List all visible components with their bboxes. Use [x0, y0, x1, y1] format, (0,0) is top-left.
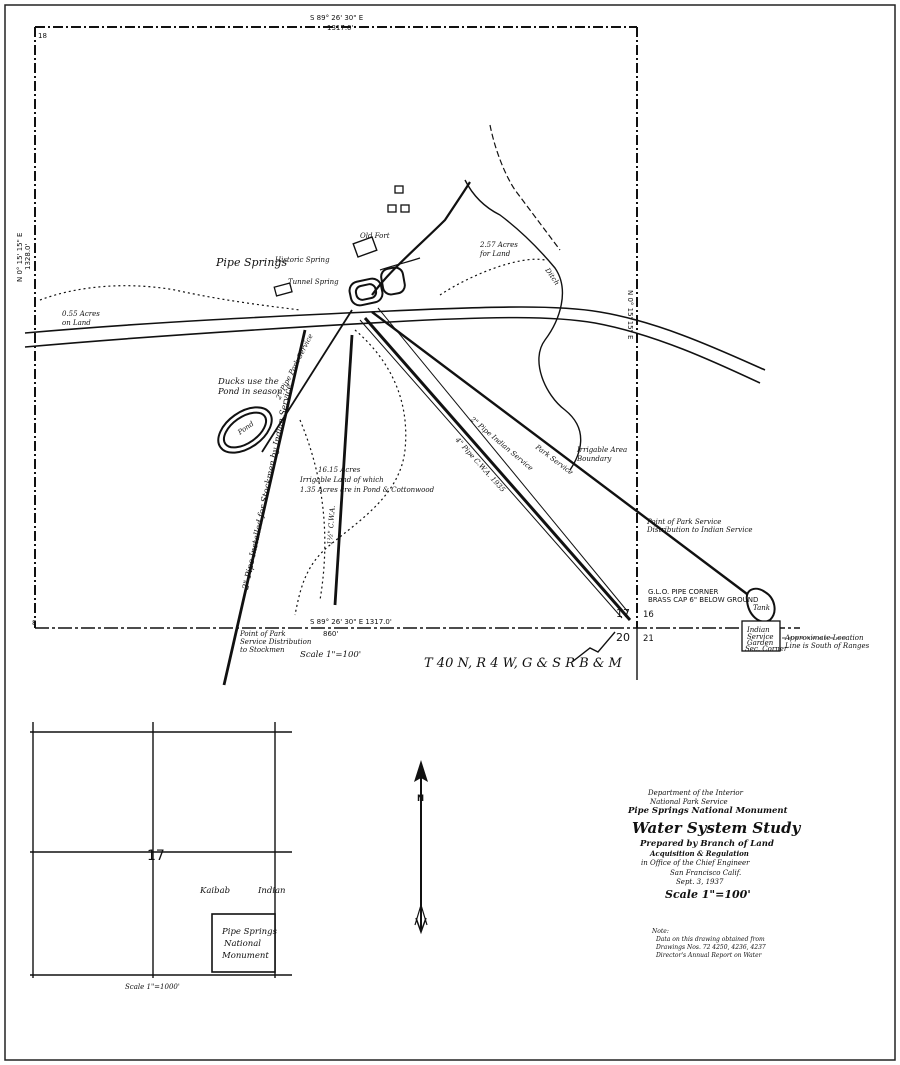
pipe-springs-label: Pipe Springs — [215, 256, 287, 269]
acres-mid-label: 16.15 Acres Irrigable Land of which 1.35… — [299, 466, 435, 494]
section-17-label: 17 — [616, 607, 630, 620]
section-16-label: 16 — [643, 610, 654, 620]
corner-tl: 18 — [38, 32, 47, 40]
bearing-left: N 0° 15' 15" E — [16, 233, 24, 282]
cwa-pipe-label: 1½" C.W.A. — [326, 505, 337, 545]
tank-label: Tank — [753, 604, 770, 612]
title-date: Sept. 3, 1937 — [676, 878, 724, 886]
buildings — [273, 185, 410, 297]
township-label: T 40 N, R 4 W, G & S R B & M — [424, 656, 623, 671]
title-park: Pipe Springs National Monument — [627, 806, 788, 816]
section-21-label: 21 — [643, 634, 654, 644]
section-boundary — [34, 26, 638, 628]
irrigable-area-boundary — [464, 179, 582, 471]
point-indian-label: Point of Park Service Distribution to In… — [646, 518, 753, 534]
inset-section-label: 17 — [147, 848, 165, 864]
title-scale: Scale 1"=100' — [665, 888, 751, 901]
pipe-corner-label: G.L.O. PIPE CORNER BRASS CAP 6" BELOW GR… — [648, 588, 758, 604]
indian-garden-label: Indian Service Garden Sec. Corner — [745, 626, 788, 653]
title-acquisition: Acquisition & Regulation — [649, 849, 749, 858]
title-prepared: Prepared by Branch of Land — [639, 839, 774, 849]
north-label: N — [417, 794, 424, 804]
ducks-note: Ducks use the Pond in season — [217, 377, 282, 397]
distance-left: 1328.0' — [24, 244, 32, 270]
old-fort-building — [352, 236, 378, 258]
road — [24, 306, 766, 384]
approx-location-label: Approximate Location Line is South of Ra… — [784, 634, 870, 650]
inset-kaibab-label: Kaibab — [199, 886, 230, 896]
title-block: Department of the Interior National Park… — [627, 789, 802, 901]
dotted-trails — [39, 258, 546, 616]
historic-spring-label: Historic Spring — [274, 256, 330, 264]
inset-indian-label: Indian — [257, 886, 286, 896]
inset-map — [30, 722, 292, 978]
distance-top: 1317.0' — [327, 24, 353, 32]
title-service: National Park Service — [649, 798, 728, 806]
distance-bottom: 860' — [323, 630, 338, 638]
bearing-top: S 89° 26' 30" E — [310, 14, 363, 22]
duck-pond — [217, 406, 273, 454]
tank: Tank — [745, 587, 776, 623]
title-dept: Department of the Interior — [647, 789, 744, 797]
tunnel-spring-label: Tunnel Spring — [288, 278, 339, 286]
main-scale-label: Scale 1"=100' — [300, 650, 361, 660]
bearing-bottom: S 89° 26' 30" E 1317.0' — [310, 618, 392, 626]
drawing-note: Note: Data on this drawing obtained from… — [651, 928, 768, 959]
title-office: in Office of the Chief Engineer — [641, 859, 750, 867]
acres-left-label: 0.55 Acres on Land — [62, 310, 102, 327]
old-fort-label: Old Fort — [360, 232, 390, 240]
acres-top-label: 2.57 Acres for Land — [479, 241, 520, 258]
north-arrow — [414, 760, 428, 935]
pipe-lines — [222, 307, 756, 686]
township-pointer — [571, 631, 616, 663]
sheet-border — [4, 4, 896, 1061]
title-city: San Francisco Calif. — [670, 869, 741, 877]
point-stockmen-label: Point of Park Service Distribution to St… — [239, 630, 314, 654]
inset-scale-label: Scale 1"=1000' — [125, 983, 180, 991]
bearing-right: N 0° 15' 15" E — [626, 290, 634, 339]
title-main: Water System Study — [632, 819, 802, 837]
corner-bl: 8 — [32, 619, 36, 627]
ditch-line — [489, 124, 561, 251]
indian-garden-box — [741, 620, 781, 652]
fort-ponds — [348, 266, 406, 307]
pipe-north — [371, 181, 471, 296]
section-20-label: 20 — [616, 631, 630, 644]
inset-monument-label: Pipe Springs National Monument — [221, 927, 280, 961]
irrigable-boundary-label: Irrigable Area Boundary — [576, 446, 629, 463]
